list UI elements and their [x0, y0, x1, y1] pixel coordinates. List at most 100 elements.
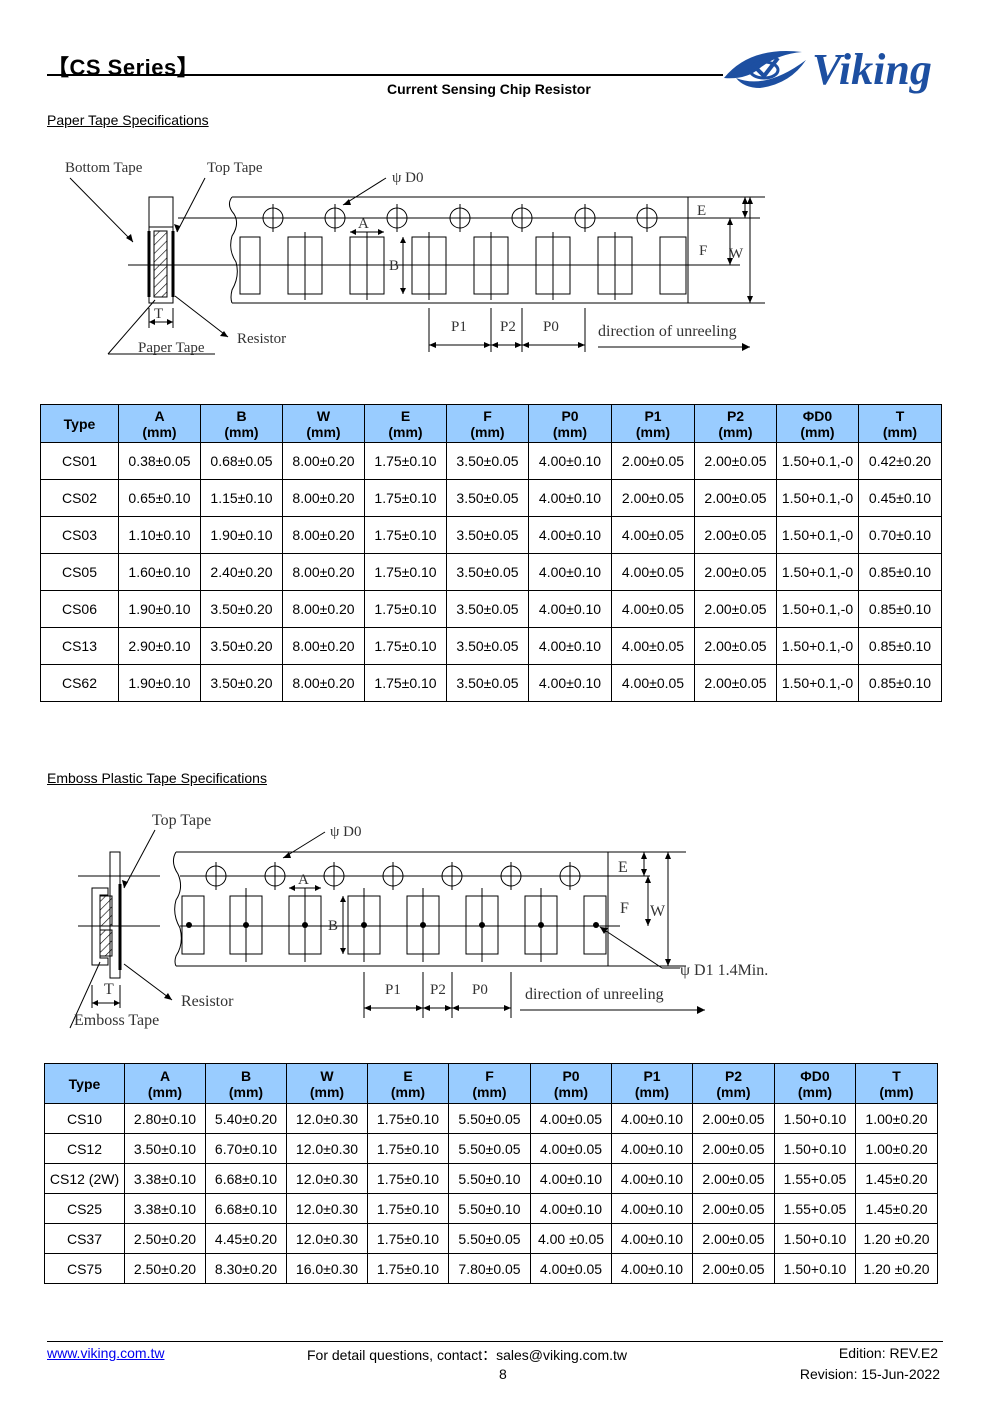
column-header-name: P2 [724, 1067, 743, 1084]
column-header-name: F [485, 1067, 494, 1084]
value-cell: 0.42±0.20 [858, 442, 942, 480]
value-cell: 2.00±0.05 [692, 1193, 775, 1224]
value-cell: 2.40±0.20 [200, 553, 283, 591]
value-cell: 1.75±0.10 [367, 1223, 449, 1254]
value-cell: 3.50±0.05 [446, 664, 529, 702]
label-direction: direction of unreeling [598, 323, 737, 340]
column-header-name: E [403, 1067, 413, 1084]
value-cell: 3.50±0.20 [200, 664, 283, 702]
column-header-unit: (mm) [635, 423, 671, 440]
value-cell: 3.50±0.05 [446, 442, 529, 480]
value-cell: 8.00±0.20 [282, 553, 365, 591]
value-cell: 1.50+0.1,-0 [776, 664, 859, 702]
column-header-col10: T(mm) [858, 404, 942, 443]
label-d1: ψ D1 1.4Min. [680, 962, 768, 979]
column-header-col6: P0(mm) [528, 404, 612, 443]
column-header-name: ΦD0 [800, 1067, 830, 1084]
value-cell: 3.50±0.20 [200, 627, 283, 665]
value-cell: 3.50±0.05 [446, 627, 529, 665]
label-f: F [620, 900, 629, 917]
label-top-tape: Top Tape [207, 160, 263, 176]
column-header-col6: P0(mm) [530, 1063, 612, 1104]
value-cell: 4.00±0.05 [611, 627, 695, 665]
column-header-name: A [154, 407, 165, 424]
value-cell: 4.00 ±0.05 [530, 1223, 612, 1254]
sprocket-holes [205, 862, 581, 890]
value-cell: 1.60±0.10 [118, 553, 201, 591]
column-header-col5: F(mm) [446, 404, 529, 443]
label-t: T [104, 981, 114, 998]
label-p1: P1 [385, 982, 401, 998]
label-d0: ψ D0 [330, 824, 361, 840]
value-cell: 1.75±0.10 [364, 627, 447, 665]
value-cell: 2.00±0.05 [692, 1103, 775, 1134]
column-header-name: W [320, 1067, 334, 1084]
value-cell: 0.38±0.05 [118, 442, 201, 480]
value-cell: 4.00±0.10 [528, 664, 612, 702]
column-header-name: T [895, 407, 905, 424]
value-cell: 4.00±0.10 [611, 1103, 693, 1134]
footer-contact: For detail questions, contact：sales@viki… [307, 1347, 628, 1363]
value-cell: 6.68±0.10 [205, 1193, 287, 1224]
value-cell: 5.50±0.10 [448, 1163, 531, 1194]
column-header-col9: ΦD0(mm) [776, 404, 859, 443]
viking-logo: Viking [724, 45, 932, 94]
label-e: E [697, 203, 706, 219]
footer-website[interactable]: www.viking.com.tw [47, 1345, 164, 1361]
value-cell: 12.0±0.30 [286, 1103, 368, 1134]
series-title: 【CS Series】 [47, 55, 200, 80]
column-header-unit: (mm) [879, 1083, 914, 1100]
value-cell: 4.00±0.05 [611, 516, 695, 554]
value-cell: 4.00±0.10 [528, 627, 612, 665]
value-cell: 4.00±0.10 [611, 1253, 693, 1284]
value-cell: 1.15±0.10 [200, 479, 283, 517]
column-header-name: P1 [643, 1067, 661, 1084]
type-cell: CS05 [40, 553, 119, 591]
column-header-unit: (mm) [224, 423, 259, 440]
column-header-unit: (mm) [553, 1083, 589, 1100]
column-header-name: Type [63, 415, 96, 432]
column-header-unit: (mm) [882, 423, 918, 440]
column-header-unit: (mm) [716, 1083, 751, 1100]
value-cell: 3.50±0.20 [200, 590, 283, 628]
column-header-name: A [159, 1067, 171, 1084]
value-cell: 1.75±0.10 [364, 479, 447, 517]
value-cell: 3.50±0.05 [446, 590, 529, 628]
value-cell: 0.85±0.10 [858, 664, 942, 702]
value-cell: 2.00±0.05 [694, 516, 777, 554]
value-cell: 2.00±0.05 [694, 442, 777, 480]
column-header-col4: E(mm) [367, 1063, 449, 1104]
value-cell: 4.00±0.10 [528, 553, 612, 591]
label-f: F [699, 243, 707, 259]
value-cell: 1.20 ±0.20 [855, 1223, 938, 1254]
paper-tape-diagram: Bottom Tape Top Tape ψ D0 A B E F W T P1… [65, 160, 765, 356]
column-header-name: B [240, 1067, 252, 1084]
emboss-tape-section-title: Emboss Plastic Tape Specifications [47, 770, 267, 786]
column-header-col4: E(mm) [364, 404, 447, 443]
label-direction: direction of unreeling [525, 986, 664, 1003]
value-cell: 2.00±0.05 [694, 627, 777, 665]
value-cell: 2.00±0.05 [694, 553, 777, 591]
value-cell: 4.00±0.10 [611, 1133, 693, 1164]
emboss-tape-diagram: Top Tape ψ D0 A B E F W ψ D1 1.4Min. T P… [69, 812, 768, 1029]
value-cell: 3.50±0.05 [446, 479, 529, 517]
value-cell: 12.0±0.30 [286, 1193, 368, 1224]
value-cell: 4.00±0.10 [528, 516, 612, 554]
value-cell: 4.00±0.10 [611, 1163, 693, 1194]
eye-swoosh-icon [724, 51, 806, 88]
website-link[interactable]: www.viking.com.tw [47, 1345, 165, 1361]
value-cell: 2.50±0.20 [124, 1253, 206, 1284]
value-cell: 1.50+0.10 [774, 1103, 856, 1134]
column-header-col3: W(mm) [286, 1063, 368, 1104]
column-header-unit: (mm) [309, 1083, 345, 1100]
value-cell: 8.00±0.20 [282, 479, 365, 517]
column-header-type: Type [40, 404, 119, 443]
value-cell: 1.00±0.20 [855, 1133, 938, 1164]
column-header-col7: P1(mm) [611, 1063, 693, 1104]
